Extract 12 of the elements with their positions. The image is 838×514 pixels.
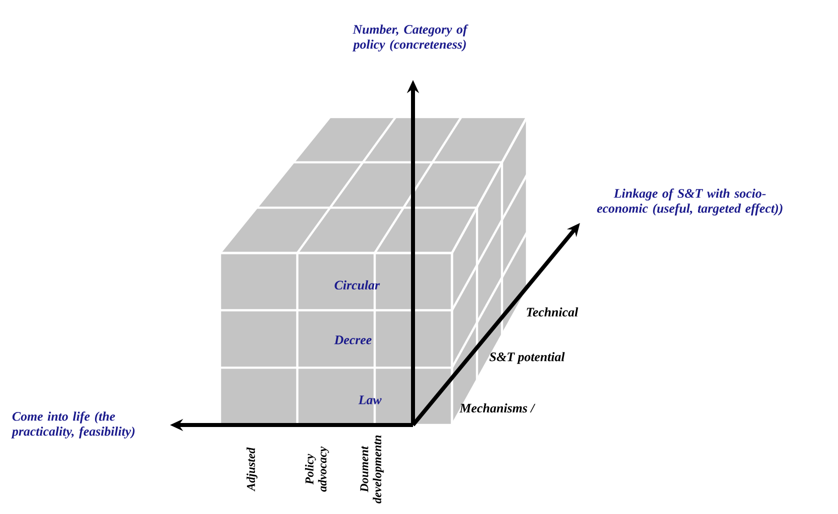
category-label: Doument developmentn [360,435,384,504]
category-label: Adjusted [246,447,258,492]
axis-title: Number, Category of policy (concreteness) [352,24,468,52]
axis-title: Linkage of S&T with socio-economic (useful, targeted effect)) [597,188,782,216]
cell-label: Decree [334,336,372,344]
level-label: Mechanisms / [459,403,536,413]
category-label: Policy advocacy [305,446,329,492]
axis-title: Come into life (the practicality, feasibility) [11,412,135,438]
level-label: S&T potential [490,352,565,364]
level-label: Technical [526,307,578,317]
cell-label: Law [358,396,382,404]
cell-label: Circular [334,280,380,290]
